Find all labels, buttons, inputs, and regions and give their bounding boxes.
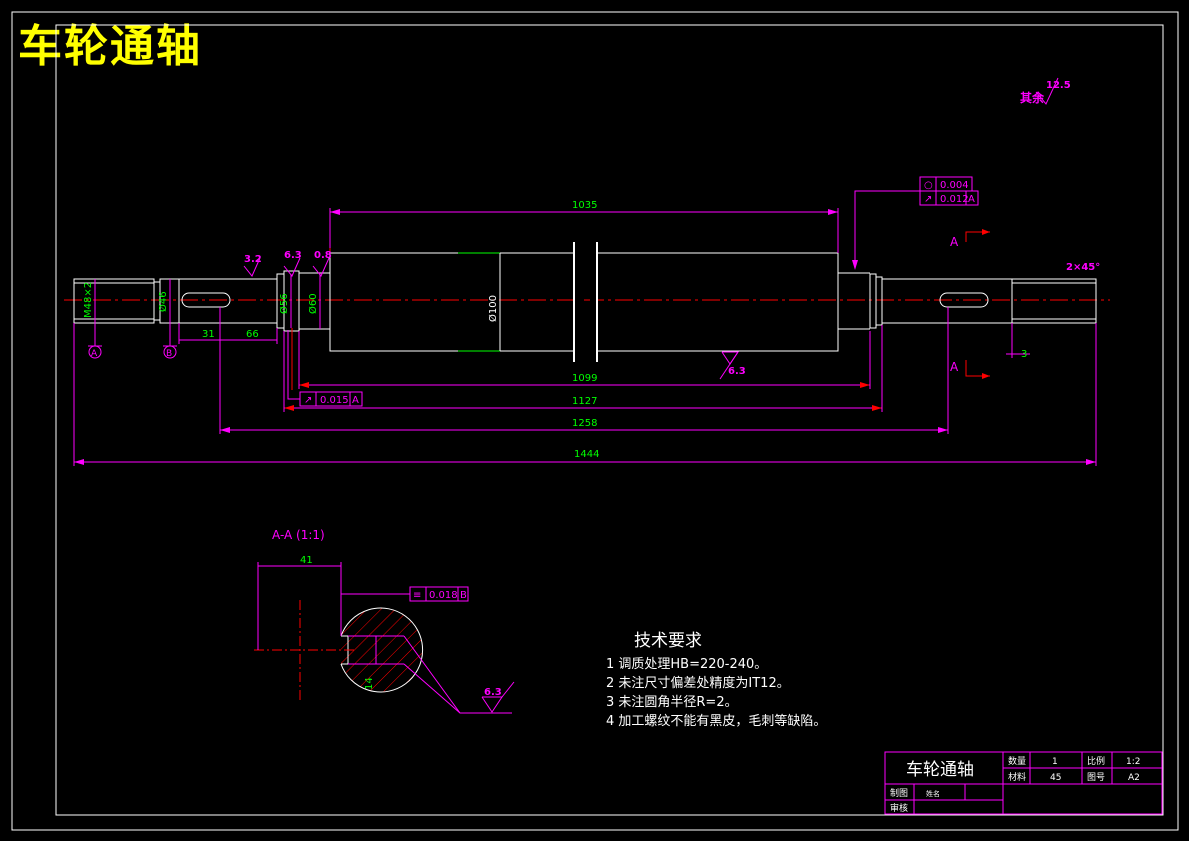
title-block-texts: 车轮通轴 数量 1 比例 1:2 材料 45 图号 A2 制图 姓名 审核 (890, 755, 1140, 814)
section-mark-bottom: A (950, 360, 959, 374)
tb-material-label: 材料 (1008, 771, 1026, 783)
dim-text-phi56: Ø56 (278, 293, 290, 314)
top-tolerance-frames (854, 176, 979, 268)
dim-text-3: 3 (1021, 349, 1027, 360)
symmetry-datum: B (460, 590, 467, 601)
chamfer-text: 2×45° (1066, 262, 1100, 273)
tb-scale: 1:2 (1126, 757, 1140, 767)
dim-text-1035: 1035 (572, 200, 597, 211)
section-mark-top: A (950, 235, 959, 249)
dim-text-1099: 1099 (572, 373, 597, 384)
top-leader-arrow (852, 260, 858, 270)
datum-markers (88, 323, 177, 359)
dimension-arrows-red (284, 382, 882, 411)
break-gap (575, 249, 596, 355)
dim-text-phi60: Ø60 (307, 293, 319, 314)
tb-drawn-by: 姓名 (926, 789, 940, 798)
section-arrow-bottom (982, 373, 990, 379)
tech-item: 1 调质处理HB=220-240。 (606, 657, 768, 672)
roughness-0-8: 0.8 (314, 250, 332, 261)
dim-text-1444: 1444 (574, 449, 599, 460)
roughness-6-3-c: 6.3 (484, 687, 502, 698)
tech-item: 3 未注圆角半径R=2。 (606, 695, 738, 710)
top-tolerance-texts: ○ 0.004 ↗ 0.012 A (924, 180, 975, 205)
tb-qty: 1 (1052, 757, 1058, 767)
dim-text-31: 31 (202, 329, 215, 340)
runout-datum-top: A (968, 194, 975, 205)
tech-item: 2 未注尺寸偏差处精度为IT12。 (606, 676, 790, 691)
section-tolerance-texts: ≡ 0.018 B (413, 590, 467, 601)
section-dims (257, 562, 512, 714)
diameter-dims (94, 273, 321, 329)
dimension-arrows (74, 209, 1096, 465)
runout-symbol-top: ↗ (924, 194, 932, 205)
circularity-symbol: ○ (924, 180, 933, 191)
break-lines (573, 242, 598, 362)
runout-datum-left: A (352, 395, 359, 406)
roughness-6-3-a: 6.3 (284, 250, 302, 261)
runout-value-left: 0.015 (320, 395, 349, 406)
circularity-value: 0.004 (940, 180, 969, 191)
roughness-other-label: 其余 (1020, 90, 1045, 105)
tech-requirements: 技术要求 1 调质处理HB=220-240。 2 未注尺寸偏差处精度为IT12。… (606, 626, 826, 731)
section-arrow-top (982, 229, 990, 235)
tb-drawing-no: A2 (1128, 773, 1140, 783)
roughness-6-3-b: 6.3 (728, 366, 746, 377)
datum-a: A (91, 349, 98, 359)
tb-drawn-label: 制图 (890, 787, 908, 799)
dimension-lines (73, 208, 1097, 466)
tb-qty-label: 数量 (1008, 755, 1026, 767)
dim-text-phi46: Ø46 (157, 291, 169, 312)
tb-name: 车轮通轴 (906, 760, 974, 780)
left-tolerance-frame (287, 330, 363, 407)
section-view (254, 600, 424, 700)
dim-text-key-width: 41 (300, 555, 313, 566)
tb-checked-label: 审核 (890, 802, 908, 814)
roughness-texts: 3.2 6.3 0.8 6.3 6.3 12.5 其余 (244, 80, 1071, 698)
dim-text-m48: M48×2 (83, 282, 94, 318)
runout-value-top: 0.012 (940, 194, 969, 205)
dim-text-1127: 1127 (572, 396, 597, 407)
dim-text-66: 66 (246, 329, 259, 340)
tech-heading: 技术要求 (634, 631, 702, 651)
title-block (884, 751, 1163, 815)
symmetry-value: 0.018 (429, 590, 458, 601)
datum-b: B (166, 349, 172, 359)
dim-text-1258: 1258 (572, 418, 597, 429)
tb-drawing-no-label: 图号 (1087, 772, 1105, 783)
dim-text-phi100: Ø100 (487, 295, 499, 322)
tb-material: 45 (1050, 773, 1061, 783)
roughness-symbols (243, 77, 1059, 713)
outer-border (11, 11, 1179, 831)
drawing-title: 车轮通轴 (18, 21, 202, 72)
inner-border (55, 24, 1164, 816)
roughness-12-5: 12.5 (1046, 80, 1071, 91)
left-tolerance-texts: ↗ 0.015 A (304, 395, 359, 406)
tb-scale-label: 比例 (1087, 755, 1105, 767)
roughness-3-2: 3.2 (244, 254, 262, 265)
dimension-texts: 1444 1258 1127 1099 1035 31 66 3 M48×2 Ø… (83, 200, 1027, 690)
body-diameter-marks (458, 252, 500, 352)
tech-item: 4 加工螺纹不能有黑皮，毛刺等缺陷。 (606, 714, 827, 729)
section-title: A-A (1:1) (272, 528, 325, 542)
red-extension-lines (291, 248, 331, 390)
runout-symbol-left: ↗ (304, 395, 312, 406)
symmetry-symbol: ≡ (413, 590, 421, 601)
